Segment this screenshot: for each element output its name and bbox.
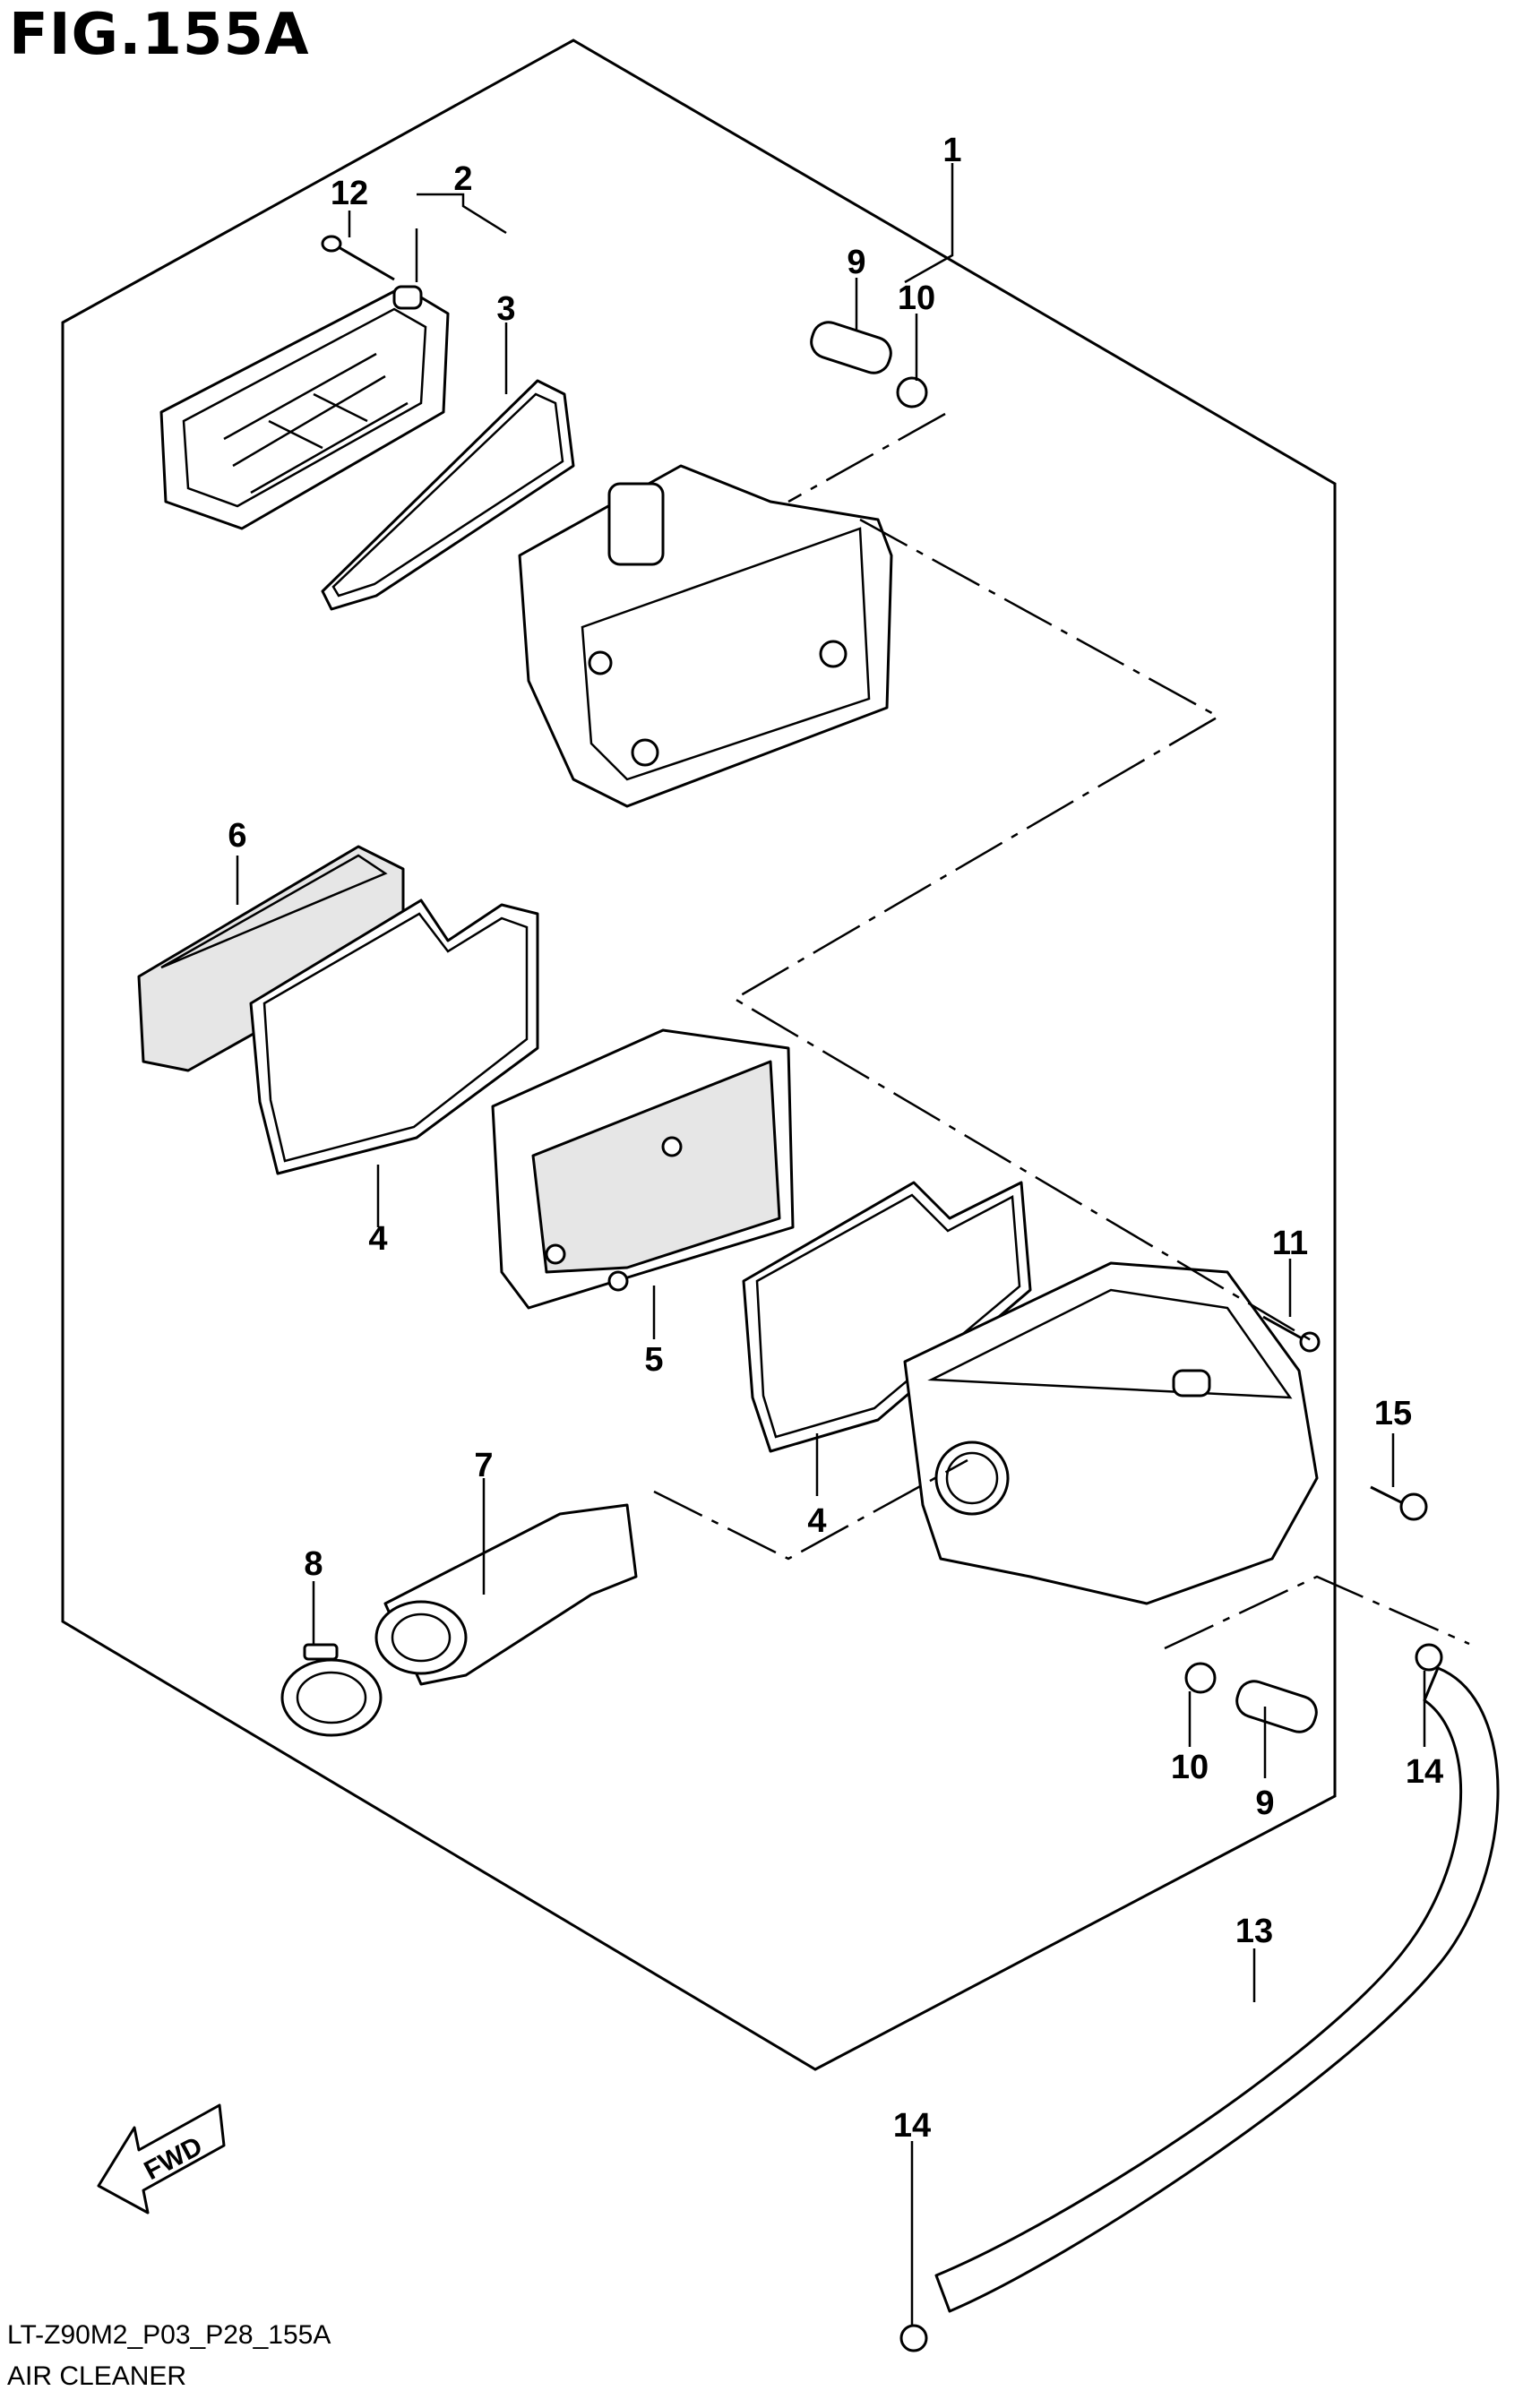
part-hose-13 [934, 1666, 1500, 2313]
model-code: LT-Z90M2_P03_P28_155A [7, 2320, 331, 2350]
callout-9-lower: 9 [1255, 1784, 1274, 1822]
part-tube-7 [374, 1503, 638, 1686]
callout-10-upper: 10 [898, 280, 935, 317]
callout-13: 13 [1235, 1913, 1273, 1950]
callout-9-upper: 9 [847, 244, 865, 281]
part-gasket-4-upper [249, 899, 539, 1175]
part-gasket-4-lower [742, 1181, 1032, 1453]
part-clip-14-lower [899, 2324, 928, 2352]
callout-1: 1 [942, 132, 961, 169]
part-clamp-8 [280, 1643, 383, 1737]
callout-14-lower: 14 [893, 2107, 931, 2145]
callout-6: 6 [228, 817, 246, 855]
leader-lines [236, 163, 1426, 2326]
part-screw-12 [321, 235, 395, 281]
assembly-line-upper [732, 412, 1318, 1346]
callout-10-lower: 10 [1171, 1749, 1209, 1786]
part-lower-case [903, 1261, 1319, 1605]
callout-3: 3 [496, 290, 515, 328]
part-plug-9-lower [1235, 1680, 1318, 1733]
callout-2: 2 [453, 160, 472, 198]
callout-8: 8 [304, 1545, 323, 1583]
callout-4-upper: 4 [368, 1220, 387, 1258]
callout-12: 12 [331, 175, 368, 212]
part-plug-9-upper [810, 321, 892, 374]
assembly-1-boundary [61, 39, 1337, 2071]
figure-title: FIG.155A [9, 2, 310, 68]
callout-14-upper: 14 [1406, 1753, 1443, 1791]
part-clamp-10-lower [1184, 1662, 1217, 1694]
part-name: AIR CLEANER [7, 2361, 187, 2391]
callout-15: 15 [1374, 1395, 1412, 1432]
part-clip-14-upper [1415, 1643, 1443, 1672]
callout-5: 5 [644, 1341, 663, 1379]
part-gasket-3 [321, 379, 575, 611]
assembly-line-lower [1164, 1575, 1470, 1650]
callout-4-lower: 4 [807, 1502, 826, 1540]
part-bolt-15 [1370, 1485, 1428, 1521]
part-upper-cover [159, 285, 450, 530]
assembly-line-mid [653, 1458, 968, 1561]
part-upper-case [518, 464, 893, 808]
part-element-5 [491, 1028, 795, 1310]
part-clamp-10-upper [896, 376, 928, 408]
callout-7: 7 [474, 1447, 493, 1484]
callout-11: 11 [1272, 1225, 1308, 1262]
fwd-arrow-icon: FWD [97, 2103, 226, 2214]
